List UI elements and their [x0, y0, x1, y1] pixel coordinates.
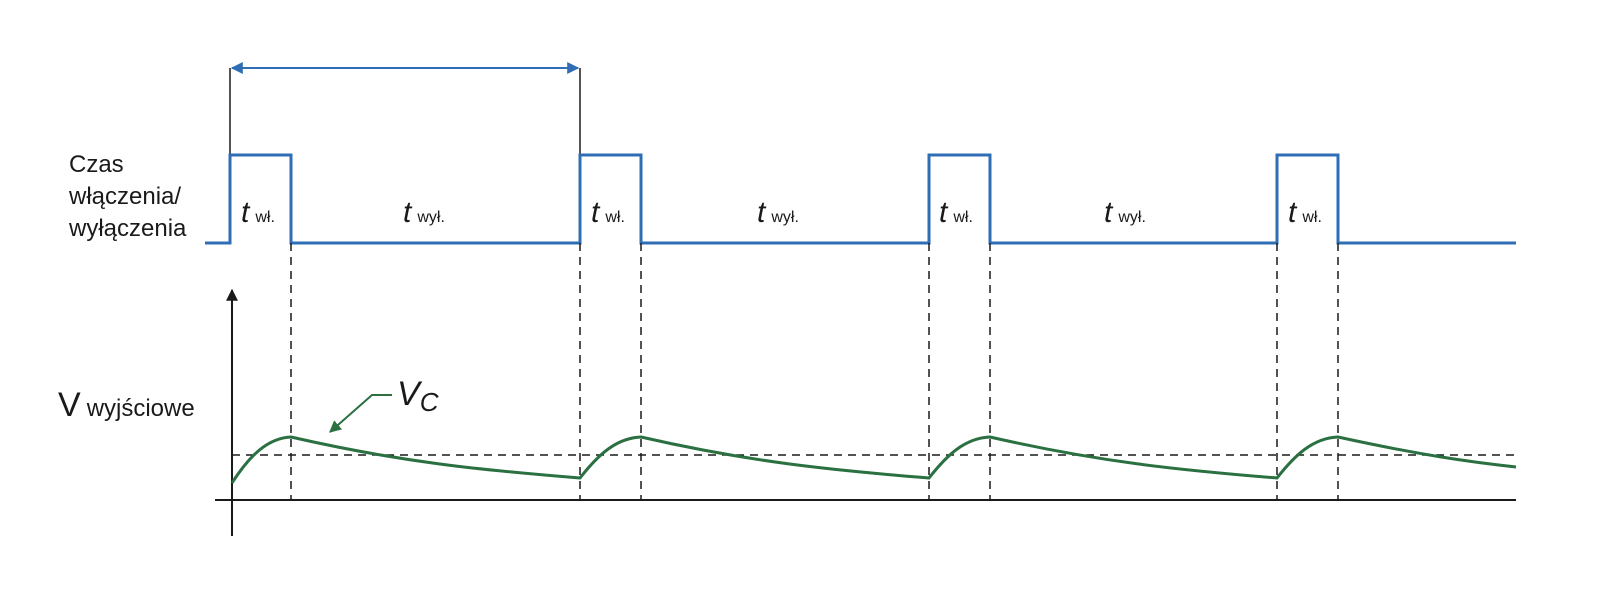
- capacitor-voltage-curve: [230, 435, 1517, 484]
- pulse-signal: [205, 153, 1516, 245]
- output-voltage-main: V: [58, 386, 81, 424]
- vc-sub: C: [420, 387, 439, 417]
- dashed-guides: [232, 243, 1516, 500]
- vc-main: V: [397, 375, 423, 413]
- output-voltage-sub: wyjściowe: [86, 395, 195, 422]
- pulse-label-line1: Czas: [69, 151, 124, 178]
- vc-pointer: [329, 394, 392, 433]
- vc-label: VC: [397, 375, 439, 417]
- pulse-label-line2: włączenia/: [68, 183, 181, 210]
- pulse-label-line3: wyłączenia: [68, 215, 187, 242]
